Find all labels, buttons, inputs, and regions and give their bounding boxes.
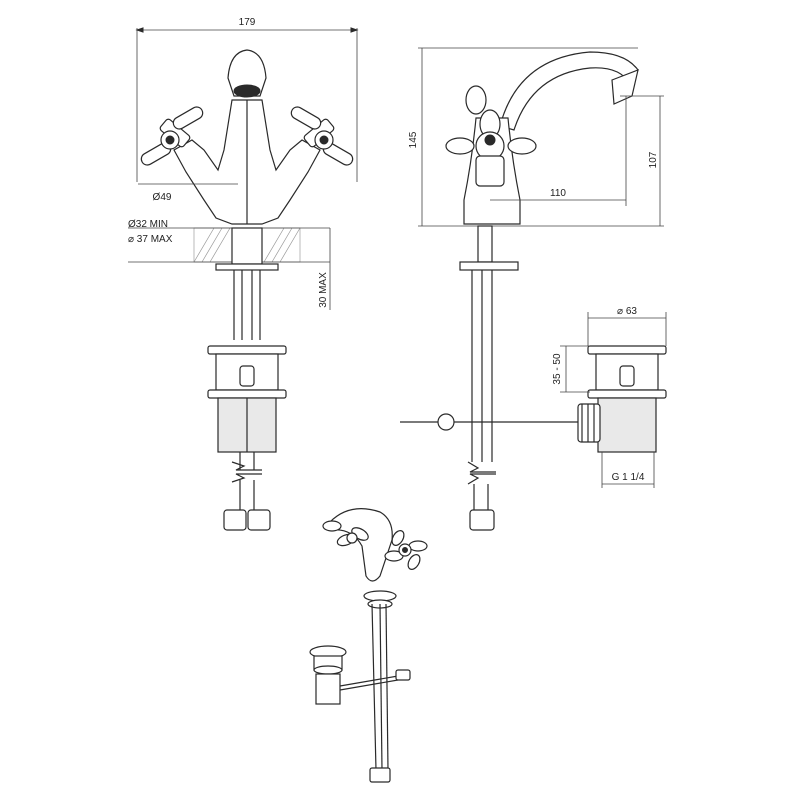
front-connector-left [223,509,247,531]
dim-label-hole-min: Ø32 MIN [128,219,168,230]
iso-right-handle [384,530,428,570]
side-spout-outlet [611,69,639,105]
side-handle [445,85,537,187]
dim-label-spout-reach: 110 [550,188,566,199]
dim-overall-width: 179 [135,17,359,182]
dim-label-outlet-diameter: Ø49 [153,192,172,203]
dim-label-deck-thickness: 30 MAX [318,272,329,308]
iso-left-handle [336,527,369,547]
front-left-handle [140,106,204,166]
front-connector-right [247,509,271,531]
isometric-view [309,508,428,783]
rod-clamp [437,413,455,431]
side-connector [469,509,495,531]
dim-label-spout-height: 107 [648,151,659,168]
iso-spout-tip [322,520,342,532]
dim-label-overall-width: 179 [239,17,256,28]
dim-label-overall-height: 145 [408,131,419,148]
front-right-handle [290,106,354,166]
side-view: 145 107 110 [400,47,667,531]
iso-waste [309,645,411,705]
front-view: 179 Ø49 [128,17,359,531]
side-waste [577,345,667,453]
iso-connector [369,767,391,783]
dim-label-hole-max: ⌀ 37 MAX [128,234,173,245]
dim-label-flange-diameter: ⌀ 63 [617,306,637,317]
dim-label-waste-thread: G 1 1/4 [612,472,645,483]
front-aerator [233,84,261,98]
front-spout-nose [227,49,267,97]
dim-label-waste-range: 35 - 50 [552,353,563,385]
front-waste [207,345,287,453]
